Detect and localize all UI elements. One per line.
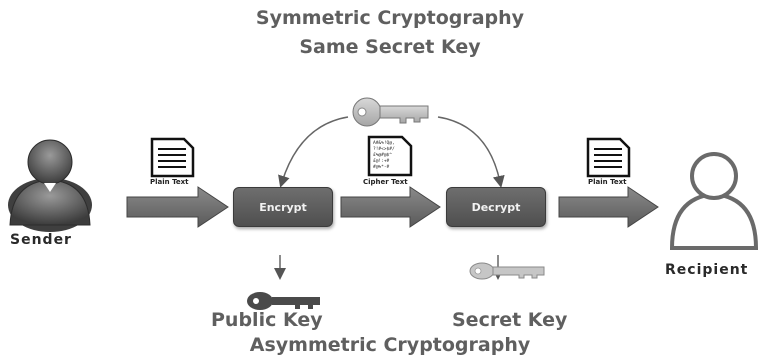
secret-key-icon bbox=[469, 262, 545, 280]
title-asymmetric: Asymmetric Cryptography bbox=[249, 334, 531, 356]
public-key-label: Public Key bbox=[211, 309, 323, 331]
recipient-label: Recipient bbox=[665, 262, 749, 278]
decrypt-box: Decrypt bbox=[446, 187, 546, 227]
subtitle-same-secret-key: Same Secret Key bbox=[299, 36, 481, 58]
encrypt-box: Encrypt bbox=[233, 187, 333, 227]
sender-label: Sender bbox=[10, 232, 72, 248]
cipher-text-label: Cipher Text bbox=[363, 178, 408, 186]
plain-text-left-label: Plain Text bbox=[150, 178, 189, 186]
cipher-line: #@%*-# bbox=[373, 165, 390, 170]
key-to-encrypt-connector bbox=[278, 116, 349, 188]
sender-icon bbox=[8, 139, 92, 232]
plain-text-left-document-icon bbox=[150, 137, 195, 178]
cipher-line: £@!:+# bbox=[373, 159, 390, 164]
secret-key-label: Secret Key bbox=[452, 309, 568, 331]
decrypt-to-recipient-arrow bbox=[558, 186, 659, 228]
title-symmetric: Symmetric Cryptography bbox=[255, 7, 525, 29]
encrypt-to-decrypt-arrow bbox=[340, 186, 441, 228]
decrypt-label: Decrypt bbox=[471, 200, 521, 214]
cipher-line: £%@#@$^ bbox=[373, 153, 392, 158]
cipher-line: ?!#<>$#/ bbox=[373, 147, 395, 152]
cipher-text-content: A#&%!Q@, ?!#<>$#/ £%@#@$^ £@!:+# #@%*-# bbox=[373, 141, 395, 171]
cipher-line: A#&%!Q@, bbox=[373, 141, 395, 146]
encrypt-label: Encrypt bbox=[259, 200, 307, 214]
key-to-decrypt-connector bbox=[437, 116, 505, 188]
shared-key-icon bbox=[352, 97, 429, 127]
recipient-icon bbox=[669, 152, 759, 250]
sender-to-encrypt-arrow bbox=[126, 186, 229, 228]
plain-text-right-label: Plain Text bbox=[588, 178, 627, 186]
plain-text-right-document-icon bbox=[586, 137, 631, 178]
cipher-text-document-icon bbox=[367, 135, 413, 177]
public-key-icon bbox=[247, 292, 320, 310]
